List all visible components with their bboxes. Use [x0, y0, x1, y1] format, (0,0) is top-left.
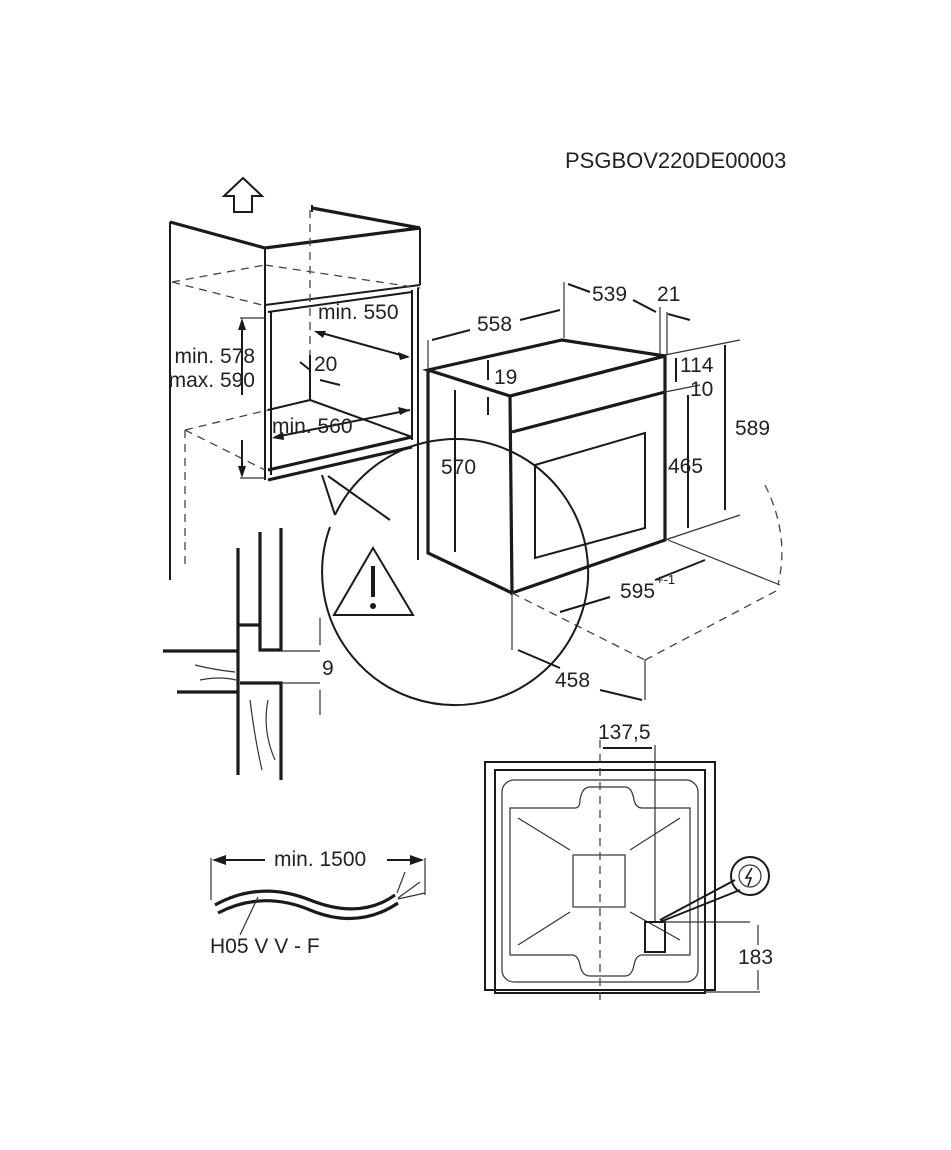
- oven-top-offset: 19: [494, 366, 517, 389]
- rear-horizontal-offset: 137,5: [598, 721, 651, 744]
- cabinet-width-min: min. 560: [272, 415, 353, 438]
- oven-height-total: 589: [735, 417, 770, 440]
- oven-drawing: 558 539 21 19 114 10 589 570 465 595 +-1…: [421, 282, 783, 701]
- oven-front-panel: 21: [657, 283, 680, 306]
- oven-gap: 10: [690, 378, 713, 401]
- rear-vertical-offset: 183: [738, 946, 773, 969]
- cabinet-depth-min: min. 550: [318, 301, 399, 324]
- oven-panel-height: 114: [680, 354, 714, 377]
- rear-view-drawing: 137,5 183: [484, 721, 773, 1000]
- cable-length: min. 1500: [274, 848, 366, 871]
- oven-width-tolerance: +-1: [656, 572, 675, 587]
- document-code: PSGBOV220DE00003: [565, 148, 786, 173]
- electric-bolt-icon: [730, 856, 770, 896]
- cabinet-rear-gap: 20: [314, 353, 337, 376]
- oven-width: 595: [620, 580, 655, 603]
- oven-door-height: 465: [668, 455, 703, 478]
- ventilation-arrow-icon: [221, 176, 265, 213]
- cable-drawing: min. 1500 H05 V V - F: [210, 848, 426, 958]
- oven-depth-total: 558: [477, 313, 512, 336]
- detail-gap: 9: [322, 657, 334, 680]
- cabinet-height-max: max. 590: [169, 369, 255, 392]
- warning-triangle-icon: [332, 546, 415, 616]
- oven-body-height: 570: [441, 456, 476, 479]
- oven-depth-body: 539: [592, 283, 627, 306]
- cabinet-height-min: min. 578: [174, 345, 255, 368]
- cabinet-drawing: min. 578 max. 590 min. 550 20 min. 560: [169, 176, 421, 580]
- oven-door-open-depth: 458: [555, 669, 590, 692]
- detail-callout: 9: [163, 438, 590, 780]
- cable-type: H05 V V - F: [210, 935, 320, 958]
